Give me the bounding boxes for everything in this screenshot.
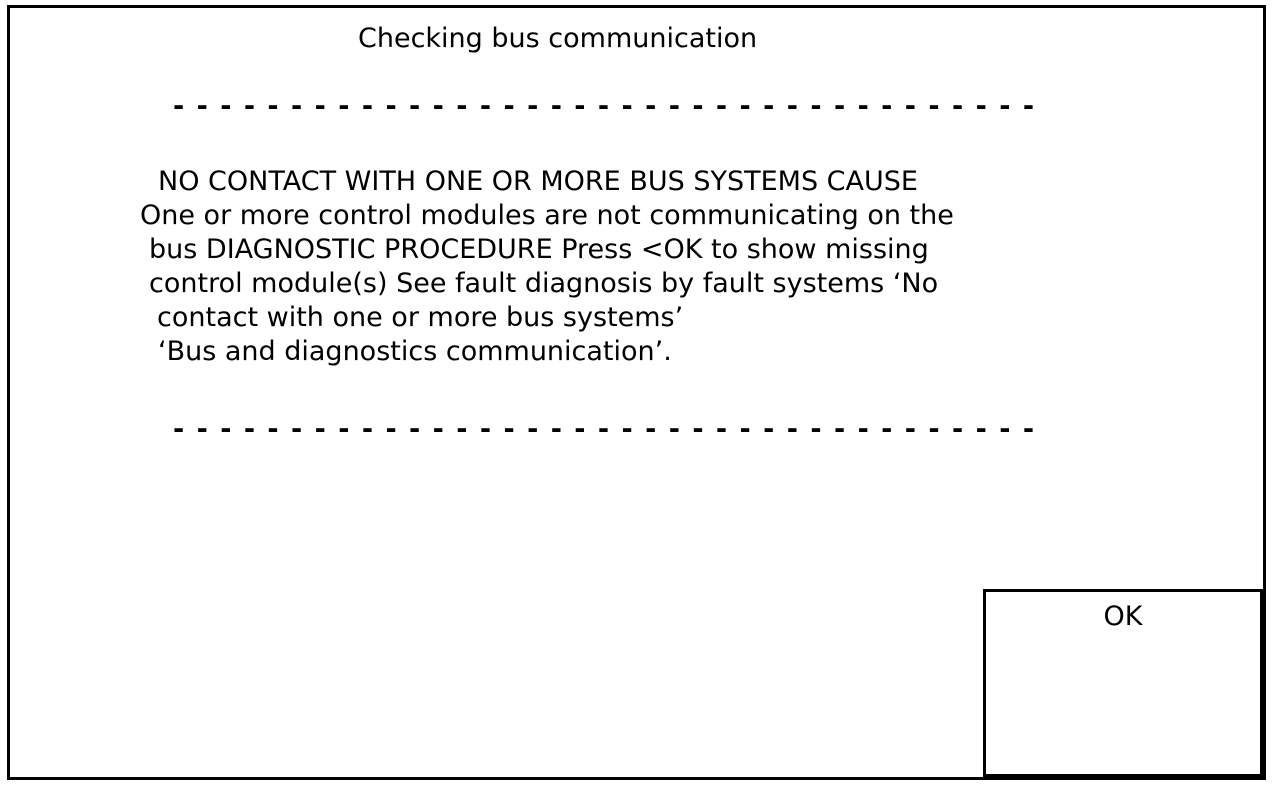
message-line: ‘Bus and diagnostics communication’.	[158, 336, 672, 367]
ok-button[interactable]: OK	[983, 589, 1263, 777]
message-line: One or more control modules are not comm…	[140, 200, 954, 231]
dialog-frame: Checking bus communication - - - - - - -…	[7, 5, 1266, 780]
separator-dashes-bottom: - - - - - - - - - - - - - - - - - - - - …	[173, 414, 1036, 445]
message-line: NO CONTACT WITH ONE OR MORE BUS SYSTEMS …	[158, 166, 918, 197]
message-text: NO CONTACT WITH ONE OR MORE BUS SYSTEMS …	[10, 165, 1110, 369]
ok-button-label: OK	[1103, 601, 1143, 632]
message-line: control module(s) See fault diagnosis by…	[149, 268, 939, 299]
dialog-title: Checking bus communication	[358, 23, 758, 54]
message-line: bus DIAGNOSTIC PROCEDURE Press <OK to sh…	[149, 234, 929, 265]
separator-dashes-top: - - - - - - - - - - - - - - - - - - - - …	[173, 91, 1036, 122]
message-line: contact with one or more bus systems’	[157, 302, 684, 333]
